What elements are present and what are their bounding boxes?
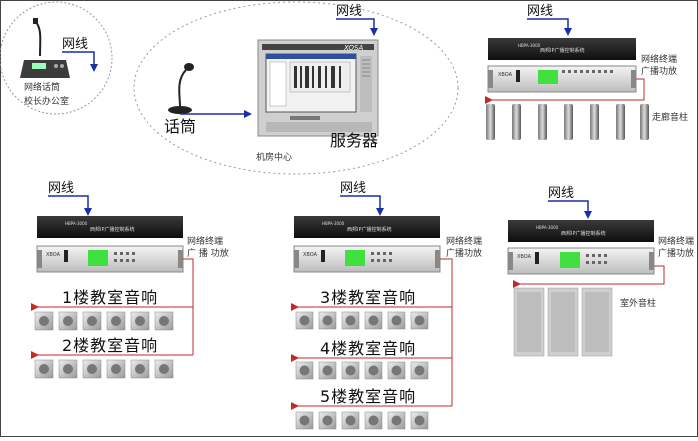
svg-text:西邦IP广播控制系统: 西邦IP广播控制系统 (90, 226, 135, 233)
floor2-label: 2楼教室音响 (62, 336, 158, 355)
network-mic-label: 网络话筒 (24, 81, 60, 93)
svg-text:西邦IP广播控制系统: 西邦IP广播控制系统 (347, 226, 392, 233)
corridor-amp-display (538, 70, 558, 84)
server-network-label: 网线 (336, 4, 362, 19)
mic-head (33, 18, 38, 24)
floor3-label: 3楼教室音响 (320, 288, 416, 307)
outdoor-speaker-line (513, 265, 665, 288)
svg-text:HBPA-3000: HBPA-3000 (518, 43, 541, 48)
rack2-terminal-label-1: 网络终端 (446, 235, 482, 247)
rack3-amp-display (560, 252, 580, 268)
rack-outdoor: 网线 HBPA-3000 西邦IP广播控制系统 XBOA 网络终端 广播功放 室… (507, 186, 694, 357)
rack3-network-arrow (548, 200, 592, 219)
floor4-label: 4楼教室音响 (320, 339, 416, 358)
rack2-amp-display (345, 250, 365, 266)
corridor-column-speakers (486, 104, 649, 140)
rack1-terminal-label-1: 网络终端 (187, 235, 223, 247)
control-room-dotted-ellipse (133, 1, 459, 175)
mic-label: 话筒 (164, 117, 196, 136)
rack3-terminal-label-1: 网络终端 (658, 235, 694, 247)
rack2-network-label: 网线 (340, 181, 366, 196)
floor5-speakers (295, 411, 429, 430)
svg-text:XBOA: XBOA (498, 72, 513, 78)
principal-office-group: 网络话筒 校长办公室 网线 (0, 1, 113, 115)
corridor-network-arrow (527, 18, 572, 36)
floor5-label: 5楼教室音响 (320, 387, 416, 406)
rack3-amplifier (507, 247, 655, 275)
desk-mic-head (184, 63, 194, 71)
svg-text:HBPA-3000: HBPA-3000 (322, 221, 345, 226)
svg-text:HBPA-3000: HBPA-3000 (536, 225, 559, 230)
server-label: 服务器 (330, 131, 378, 150)
rack1-network-label: 网线 (48, 181, 74, 196)
rack2-terminal-label-2: 广播功放 (446, 247, 482, 259)
floor4-speakers (295, 361, 429, 380)
corridor-terminal-label-1: 网络终端 (641, 53, 677, 65)
rack2-vertical-line (440, 258, 453, 406)
rack1-control-unit (37, 216, 183, 238)
rack1-vertical-line (183, 258, 194, 355)
rack1-terminal-label-2: 广 播 功放 (187, 247, 229, 259)
control-room-label: 机房中心 (256, 151, 292, 163)
rack-floors-3-5: 网线 HBPA-3000 西邦IP广播控制系统 XBOA 网络终端 广播功放 3… (291, 181, 482, 430)
rack1-amp-display (88, 250, 108, 266)
rack2-control-unit (294, 216, 440, 238)
svg-text:XBOA: XBOA (517, 254, 532, 260)
desk-mic-base (168, 106, 192, 114)
outdoor-speaker-label: 室外音柱 (620, 297, 656, 309)
outdoor-column-speakers (513, 287, 613, 357)
desk-mic-gooseneck (178, 69, 187, 107)
svg-text:HBPA-3000: HBPA-3000 (65, 221, 88, 226)
server-brand: XOSA (343, 44, 363, 52)
corridor-network-label: 网线 (527, 4, 553, 19)
network-cable-label: 网线 (62, 37, 88, 52)
rack3-network-label: 网线 (548, 186, 574, 201)
network-arrow (62, 51, 98, 72)
rack1-network-arrow (48, 195, 92, 216)
floor1-speakers (34, 311, 174, 331)
office-dotted-circle (0, 1, 113, 115)
control-room-group: 网线 XOSA 话筒 服务器 机房中心 (133, 1, 459, 175)
svg-text:西邦IP广播控制系统: 西邦IP广播控制系统 (540, 47, 585, 54)
corridor-amplifier (487, 65, 637, 93)
office-label: 校长办公室 (24, 95, 69, 107)
corridor-speaker-label: 走廊音柱 (652, 111, 688, 123)
svg-text:XBOA: XBOA (46, 252, 61, 258)
rack2-network-arrow (340, 195, 384, 216)
corridor-terminal-label-2: 广播功放 (641, 65, 677, 77)
rack1-amplifier (36, 245, 184, 273)
svg-text:XBOA: XBOA (303, 252, 318, 258)
rack3-control-unit (508, 220, 654, 242)
floor3-speakers (295, 311, 429, 330)
rack2-amplifier (293, 245, 441, 273)
corridor-control-unit (488, 38, 636, 60)
network-mic-screen (32, 63, 46, 69)
rack-floors-1-2: 网线 HBPA-3000 西邦IP广播控制系统 XBOA 网络终端 广 播 功放… (31, 181, 229, 379)
svg-text:西邦IP广播控制系统: 西邦IP广播控制系统 (561, 230, 606, 237)
floor1-label: 1楼教室音响 (62, 288, 158, 307)
corridor-speaker-line (485, 78, 645, 104)
floor2-speakers (34, 359, 174, 379)
rack3-terminal-label-2: 广播功放 (658, 247, 694, 259)
mic-gooseneck (35, 21, 42, 57)
corridor-group: 网线 HBPA-3000 西邦IP广播控制系统 XBOA 网络终端 广播功放 走… (485, 4, 688, 140)
server-network-arrow (336, 18, 378, 36)
